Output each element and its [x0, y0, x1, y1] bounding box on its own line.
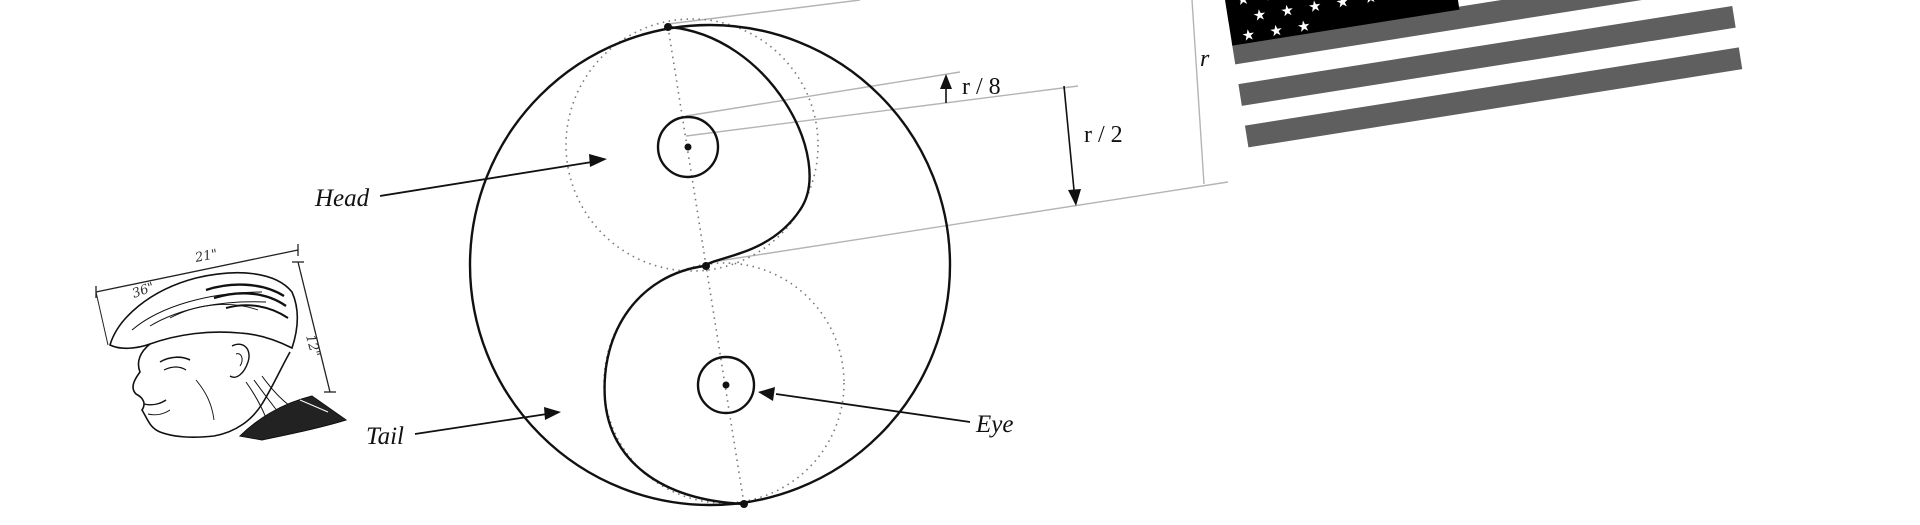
head-arrowhead — [589, 154, 607, 167]
svg-text:★: ★ — [1235, 0, 1251, 9]
half-radius-dimension: r / 2 — [1063, 85, 1123, 206]
lower-eye — [696, 355, 756, 415]
center-point — [702, 262, 710, 270]
top-point — [664, 23, 672, 31]
sketch-height-label: 12" — [302, 333, 322, 359]
radius-dimension: r — [1200, 46, 1210, 72]
svg-text:★: ★ — [1334, 0, 1350, 12]
svg-text:★: ★ — [1252, 5, 1268, 25]
svg-text:★: ★ — [1390, 0, 1406, 3]
portrait-sketch: 21" 36" 12" — [95, 244, 348, 441]
flag: ★★★★★★★★ ★★★★★★★ ★★★ — [1215, 0, 1743, 148]
upper-eye — [656, 115, 720, 179]
eye-label: Eye — [975, 411, 1013, 438]
upper-dotted-circle — [565, 18, 819, 272]
bottom-point — [740, 500, 748, 508]
tail-annotation: Tail — [366, 407, 561, 450]
eighth-radius-dimension: r / 8 — [940, 74, 1001, 103]
flag-stripe-2 — [1231, 0, 1730, 65]
lower-eye-center — [722, 381, 730, 389]
construction-lines — [667, 0, 1229, 263]
sketch-depth-label: 36" — [130, 280, 156, 302]
tail-label: Tail — [366, 423, 404, 450]
flag-stripe-4 — [1244, 47, 1743, 148]
upper-eye-center — [684, 143, 692, 151]
head-label: Head — [314, 185, 370, 212]
svg-text:★: ★ — [1268, 21, 1284, 41]
half-radius-label: r / 2 — [1084, 122, 1123, 148]
svg-text:★: ★ — [1240, 25, 1256, 45]
yin-yang-figure — [468, 18, 952, 508]
flag-stripe-3 — [1238, 5, 1736, 106]
flag-canton — [1215, 0, 1460, 46]
eye-annotation: Eye — [758, 387, 1013, 438]
outer-circle — [468, 23, 952, 507]
radius-label: r — [1200, 46, 1210, 72]
head-annotation: Head — [314, 154, 607, 212]
eighth-radius-label: r / 8 — [962, 74, 1001, 100]
svg-text:★: ★ — [1307, 0, 1323, 16]
tail-arrowhead — [544, 407, 561, 420]
svg-text:★: ★ — [1296, 16, 1312, 36]
svg-text:★: ★ — [1263, 0, 1279, 5]
center-axis — [667, 26, 745, 505]
sketch-width-label: 21" — [193, 247, 219, 266]
lower-dotted-circle — [603, 262, 845, 504]
svg-text:★: ★ — [1279, 1, 1295, 21]
flag-stars: ★★★★★★★★ ★★★★★★★ ★★★ — [1235, 0, 1406, 45]
svg-text:★: ★ — [1362, 0, 1378, 7]
eye-arrowhead — [758, 387, 775, 401]
